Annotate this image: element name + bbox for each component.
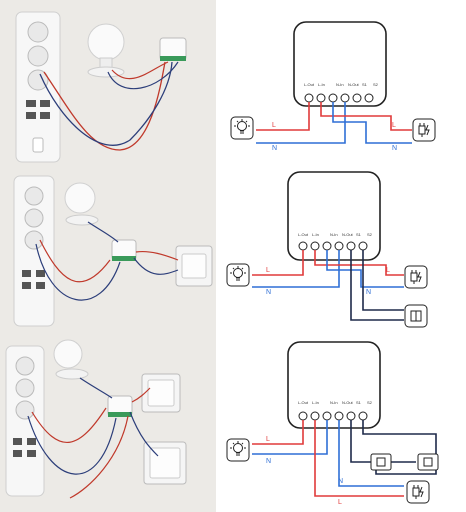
terminal-row bbox=[304, 93, 374, 103]
light-bulb-icon bbox=[226, 263, 250, 287]
neutral-label: N bbox=[392, 145, 397, 152]
neutral-label: N bbox=[266, 289, 271, 296]
terminal-label: N-Out bbox=[342, 232, 354, 237]
light-bulb bbox=[87, 23, 125, 78]
power-plug-icon bbox=[406, 480, 430, 504]
live-label: L bbox=[272, 122, 276, 129]
power-strip bbox=[13, 175, 55, 327]
module-body bbox=[293, 21, 387, 107]
wiring-diagram-1: L-Out L-In N-In N-Out S1 S2 L N L N bbox=[216, 0, 466, 170]
light-bulb bbox=[53, 339, 89, 380]
smart-switch-module bbox=[107, 395, 133, 417]
photo-setup-1 bbox=[0, 0, 216, 170]
terminal-label: N-In bbox=[330, 232, 338, 237]
terminal-label: S2 bbox=[367, 232, 373, 237]
terminal-label: N-In bbox=[336, 82, 344, 87]
live-label: L bbox=[266, 267, 270, 274]
smart-switch-module bbox=[111, 239, 137, 261]
wiring-diagram-3: L-Out L-In N-In N-Out S1 S2 L N N L bbox=[216, 338, 466, 512]
terminal-label: L-In bbox=[318, 82, 325, 87]
terminal-label: N-Out bbox=[342, 400, 354, 405]
terminal-label: L-Out bbox=[298, 400, 309, 405]
terminal-label: S1 bbox=[356, 232, 362, 237]
two-way-switch-icon bbox=[417, 453, 439, 471]
terminal-row bbox=[298, 241, 368, 251]
photo-setup-2 bbox=[0, 170, 216, 338]
power-plug-icon bbox=[412, 118, 436, 142]
wall-switch-icon bbox=[404, 304, 428, 328]
light-bulb-icon bbox=[230, 116, 254, 140]
terminal-label: S1 bbox=[362, 82, 368, 87]
live-label: L bbox=[386, 267, 390, 274]
module-body bbox=[287, 341, 381, 429]
photo-setup-3 bbox=[0, 338, 216, 512]
module-body bbox=[287, 171, 381, 261]
light-bulb bbox=[64, 182, 99, 226]
terminal-labels: L-Out L-In N-In N-Out S1 S2 bbox=[304, 82, 379, 87]
live-label: L bbox=[266, 436, 270, 443]
terminal-label: N-Out bbox=[348, 82, 360, 87]
power-strip bbox=[5, 345, 45, 497]
power-plug-icon bbox=[404, 265, 428, 289]
light-bulb-icon bbox=[226, 438, 250, 462]
power-strip bbox=[15, 11, 61, 163]
terminal-label: L-In bbox=[312, 400, 319, 405]
wiring-diagram-2: L-Out L-In N-In N-Out S1 S2 L N L N bbox=[216, 170, 466, 338]
two-way-switch-icon bbox=[370, 453, 392, 471]
neutral-label: N bbox=[272, 145, 277, 152]
neutral-label: N bbox=[338, 478, 343, 485]
wall-switch bbox=[175, 245, 213, 287]
terminal-label: L-Out bbox=[304, 82, 315, 87]
neutral-label: N bbox=[266, 458, 271, 465]
terminal-label: S1 bbox=[356, 400, 362, 405]
terminal-label: N-In bbox=[330, 400, 338, 405]
live-label: L bbox=[392, 122, 396, 129]
terminal-label: L-In bbox=[312, 232, 319, 237]
terminal-label: S2 bbox=[367, 400, 373, 405]
terminal-label: S2 bbox=[373, 82, 379, 87]
terminal-labels: L-Out L-In N-In N-Out S1 S2 bbox=[298, 400, 373, 405]
smart-switch-module bbox=[159, 37, 187, 61]
live-label: L bbox=[338, 499, 342, 506]
terminal-labels: L-Out L-In N-In N-Out S1 S2 bbox=[298, 232, 373, 237]
terminal-label: L-Out bbox=[298, 232, 309, 237]
wall-switch-top bbox=[141, 373, 181, 413]
neutral-label: N bbox=[366, 289, 371, 296]
